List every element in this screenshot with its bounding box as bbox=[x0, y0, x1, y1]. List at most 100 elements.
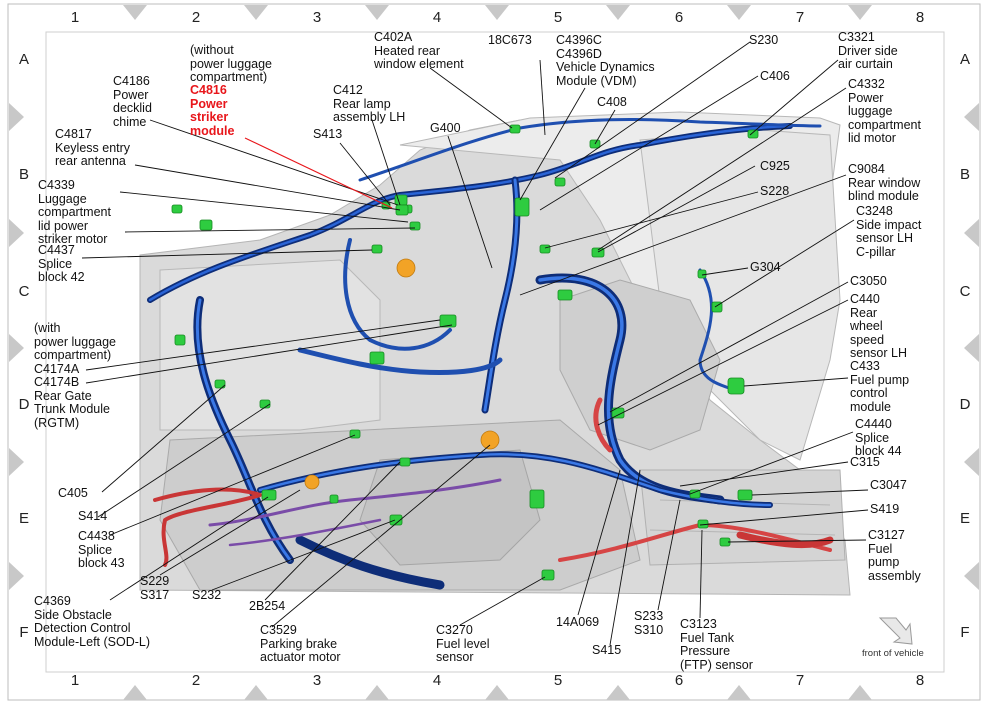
label-14a069: 14A069 bbox=[556, 615, 599, 630]
c3123-line-0: C3123 bbox=[680, 617, 717, 631]
floor-rib-1 bbox=[639, 469, 846, 566]
marker-bottom-5 bbox=[727, 685, 751, 700]
c3270-line-0: C3270 bbox=[436, 623, 473, 637]
orange-connectors bbox=[304, 258, 500, 490]
connector-rear-2 bbox=[199, 219, 213, 231]
c405-line-0: C405 bbox=[58, 486, 88, 500]
c3321-line-1: Driver side bbox=[838, 43, 898, 58]
connector-c3047 bbox=[737, 489, 753, 501]
connector-c4174 bbox=[439, 314, 457, 328]
c9084-line-1: Rear window bbox=[848, 175, 921, 190]
c3127-line-3: assembly bbox=[868, 568, 921, 583]
harness-trunk-lid-loop bbox=[343, 238, 452, 351]
c433-line-3: module bbox=[850, 399, 891, 414]
label-c405: C405 bbox=[58, 486, 88, 501]
leader-line-24 bbox=[597, 299, 849, 426]
label-18c673: 18C673 bbox=[488, 33, 532, 48]
marker-right-1 bbox=[964, 219, 979, 247]
c3248-line-3: C-pillar bbox=[856, 244, 896, 259]
leader-line-34 bbox=[159, 489, 301, 576]
c9084-line-2: blind module bbox=[848, 189, 919, 203]
label-s413: S413 bbox=[313, 127, 342, 142]
c3529-line-2: actuator motor bbox=[260, 650, 341, 664]
label-c3047: C3047 bbox=[870, 478, 907, 493]
s229-line-1: S317 bbox=[140, 587, 170, 602]
s233-line-1: S310 bbox=[634, 622, 664, 637]
c3270-line-2: sensor bbox=[436, 650, 474, 664]
leader-line-9 bbox=[429, 67, 513, 129]
c4174-line-0: (with bbox=[34, 321, 61, 335]
connector-c4437 bbox=[371, 244, 383, 254]
c4339-line-4: striker motor bbox=[38, 232, 108, 246]
s415-line-0: S415 bbox=[592, 643, 622, 657]
wiring-harness bbox=[147, 118, 834, 590]
marker-left-3 bbox=[9, 448, 24, 476]
c4438-line-2: block 43 bbox=[78, 556, 125, 570]
harness-purple bbox=[208, 478, 502, 527]
marker-bottom-1 bbox=[244, 685, 268, 700]
marker-right-4 bbox=[964, 562, 979, 590]
leader-line-10 bbox=[447, 135, 493, 269]
grid-row-right-E: E bbox=[959, 510, 970, 527]
c4332-line-1: Power bbox=[848, 90, 884, 105]
g304-line-0: G304 bbox=[750, 260, 781, 274]
leader-line-26 bbox=[689, 431, 854, 495]
marker-top-6 bbox=[848, 5, 872, 20]
grid-row-right-F: F bbox=[960, 624, 970, 641]
c433-line-2: control bbox=[850, 386, 888, 400]
leader-line-31 bbox=[101, 384, 226, 493]
c3248-line-1: Side impact bbox=[856, 217, 922, 232]
wheel-well bbox=[559, 279, 721, 451]
s414-line-0: S414 bbox=[78, 509, 108, 523]
c4437-line-1: Splice bbox=[38, 256, 73, 271]
leader-line-29 bbox=[699, 509, 869, 526]
diagram-inner-border bbox=[45, 31, 945, 673]
label-s228: S228 bbox=[760, 184, 789, 199]
label-g304: G304 bbox=[750, 260, 781, 275]
leader-line-40 bbox=[577, 469, 621, 616]
c4339-line-3: lid power bbox=[38, 218, 89, 233]
c3529-line-0: C3529 bbox=[260, 623, 297, 637]
leader-c4816-red bbox=[244, 137, 393, 209]
connector-c4369 bbox=[261, 489, 277, 501]
b2254-line-0: 2B254 bbox=[249, 599, 286, 613]
c3248-line-2: sensor LH bbox=[856, 231, 913, 245]
c925-line-0: C925 bbox=[760, 159, 790, 173]
c4174-line-4: C4174B bbox=[34, 375, 80, 389]
c433-line-0: C433 bbox=[850, 359, 880, 373]
leader-line-28 bbox=[751, 489, 869, 496]
c4816_note-line-2: compartment) bbox=[190, 70, 268, 84]
label-c408: C408 bbox=[597, 95, 627, 110]
c4369-line-2: Detection Control bbox=[34, 621, 131, 635]
c4174-line-6: Trunk Module bbox=[34, 402, 110, 416]
connector-orange-1 bbox=[396, 258, 416, 278]
leader-line-20 bbox=[519, 174, 847, 296]
leader-line-36 bbox=[211, 519, 396, 591]
c4339-line-2: compartment bbox=[38, 205, 111, 219]
connector-c3270 bbox=[541, 569, 555, 581]
connector-c3529 bbox=[389, 514, 403, 526]
grid-row-left-D: D bbox=[18, 396, 30, 413]
c4174-line-5: Rear Gate bbox=[34, 388, 92, 403]
leader-line-1 bbox=[134, 164, 401, 211]
c440-line-3: speed bbox=[850, 332, 885, 347]
c4437-line-0: C4437 bbox=[38, 243, 75, 257]
connector-c406 bbox=[554, 177, 566, 187]
marker-top-1 bbox=[244, 5, 268, 20]
c408-line-0: C408 bbox=[597, 95, 627, 109]
leader-line-8 bbox=[371, 119, 401, 206]
